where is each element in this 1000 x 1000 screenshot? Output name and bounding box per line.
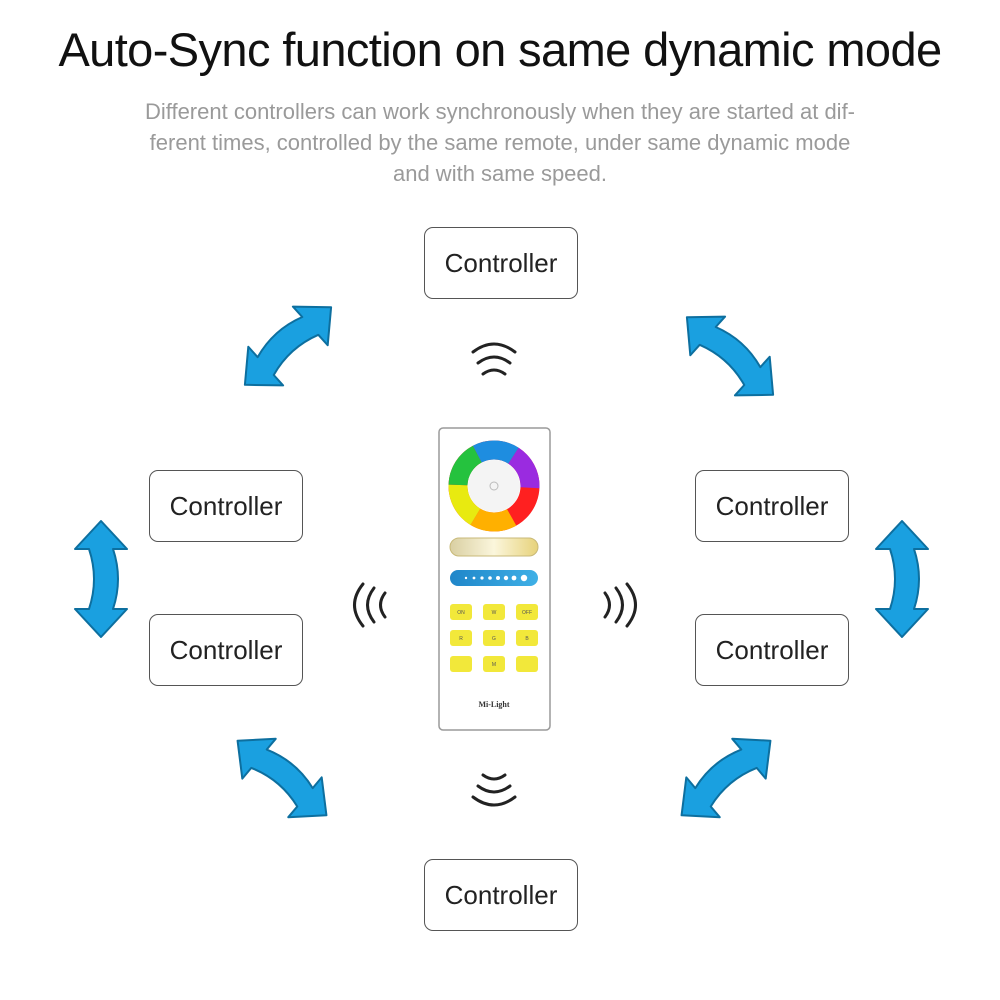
remote-button [450, 656, 472, 672]
remote-button [516, 604, 538, 620]
controller-label: Controller [169, 490, 283, 521]
remote-button-label: OFF [522, 610, 532, 616]
page-subtitle: Different controllers can work synchrono… [80, 96, 920, 189]
remote-button [516, 656, 538, 672]
remote-button-label: ON [457, 610, 465, 616]
subtitle-line-1: Different controllers can work synchrono… [144, 99, 856, 124]
remote-button [450, 630, 472, 646]
remote-button [450, 604, 472, 620]
signal-icon-top [471, 342, 517, 376]
signal-icon-left [353, 582, 387, 628]
double-arrow-icon-top-right [668, 296, 792, 416]
double-arrow-icon-left [74, 520, 128, 638]
subtitle-line-2: ferent times, controlled by the same rem… [149, 130, 851, 155]
controller-box-top: Controller [424, 227, 578, 299]
double-arrow-icon-bottom-left [219, 719, 345, 837]
controller-box-left-lower: Controller [149, 614, 303, 686]
subtitle-line-3: and with same speed. [392, 161, 608, 186]
remote-button-label: G [492, 636, 496, 642]
remote-button [516, 630, 538, 646]
signal-icon-right [603, 582, 637, 628]
remote-button [483, 630, 505, 646]
controller-box-right-lower: Controller [695, 614, 849, 686]
color-wheel-icon [448, 440, 540, 532]
controller-label: Controller [715, 634, 829, 665]
brightness-dots [464, 574, 528, 582]
remote-button-label: M [492, 662, 496, 668]
controller-box-right-upper: Controller [695, 470, 849, 542]
remote-button-label: R [459, 636, 463, 642]
page-title: Auto-Sync function on same dynamic mode [58, 23, 942, 76]
remote-button [483, 604, 505, 620]
remote-brand-label: Mi-Light [478, 700, 509, 709]
white-temperature-slider [449, 537, 539, 557]
remote-button-label: B [525, 636, 529, 642]
remote-control: ON W OFF R G B M Mi-Light [438, 427, 551, 731]
controller-box-bottom: Controller [424, 859, 578, 931]
controller-box-left-upper: Controller [149, 470, 303, 542]
controller-label: Controller [169, 634, 283, 665]
remote-button-label: W [492, 610, 497, 616]
double-arrow-icon-right [875, 520, 929, 638]
controller-label: Controller [715, 490, 829, 521]
remote-button [483, 656, 505, 672]
double-arrow-icon-top-left [226, 286, 350, 406]
signal-icon-bottom [471, 773, 517, 807]
double-arrow-icon-bottom-right [663, 719, 789, 837]
controller-label: Controller [444, 247, 558, 278]
brightness-slider [450, 570, 538, 586]
controller-label: Controller [444, 879, 558, 910]
